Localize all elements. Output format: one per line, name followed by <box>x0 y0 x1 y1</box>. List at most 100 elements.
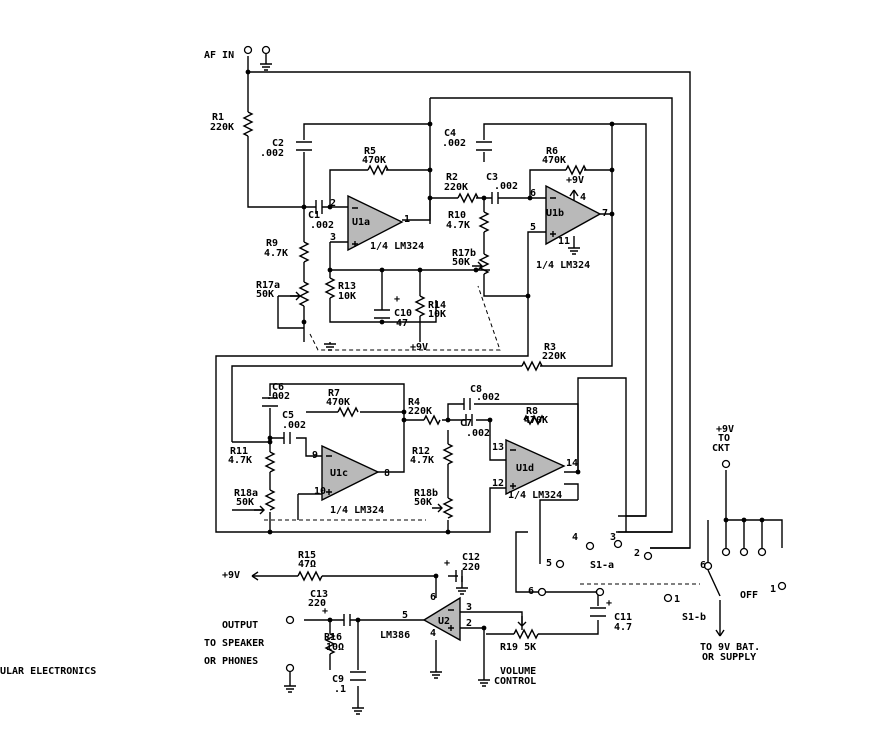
c1-value: .002 <box>310 220 334 231</box>
c11-plus: + <box>606 598 612 609</box>
c6-value: .002 <box>266 391 290 402</box>
c12-label: C12 <box>462 552 480 563</box>
c10-label: C10 <box>394 308 412 319</box>
u1d-pin13: 13 <box>492 442 504 453</box>
u2-pin3: 3 <box>466 602 472 613</box>
s1a-pin4: 4 <box>572 532 578 543</box>
output-label-3: OR PHONES <box>204 656 258 667</box>
u1c-part: 1/4 LM324 <box>330 505 384 516</box>
c13-label: C13 <box>310 589 328 600</box>
terminals <box>243 45 787 673</box>
r2-label: R2 <box>446 172 458 183</box>
u1a-pin2: 2 <box>330 198 336 209</box>
u2-label: U2 <box>438 616 450 627</box>
r16-value: 10Ω <box>326 642 344 653</box>
r18a-value: 50K <box>236 497 254 508</box>
r15-label: R15 <box>298 550 316 561</box>
r16-label: R16 <box>324 632 342 643</box>
gang-links <box>264 285 700 585</box>
r6-label: R6 <box>546 146 558 157</box>
resistors <box>242 111 587 655</box>
c9-label: C9 <box>332 674 344 685</box>
r9-label: R9 <box>266 238 278 249</box>
r18b-value: 50K <box>414 497 432 508</box>
volume-label-1: VOLUME <box>500 666 536 677</box>
r18a-label: R18a <box>234 488 258 499</box>
u2-pin2: 2 <box>466 618 472 629</box>
s1b-blade <box>707 569 721 597</box>
u1c-opamp <box>321 444 380 502</box>
r11-label: R11 <box>230 446 248 457</box>
pin-numbers: 2 3 1 6 5 7 4 11 9 10 8 13 12 14 4 3 5 2… <box>312 188 776 639</box>
r18b-label: R18b <box>414 488 438 499</box>
u1b-pin6: 6 <box>530 188 536 199</box>
u1d-part: 1/4 LM324 <box>508 490 562 501</box>
r17b-value: 50K <box>452 257 470 268</box>
lm386-label: LM386 <box>380 630 410 641</box>
c10-value: 47 <box>396 318 408 329</box>
s1a-pin3: 3 <box>610 532 616 543</box>
r17b-label: R17b <box>452 248 476 259</box>
opamp-signs <box>326 197 556 631</box>
c4-label: C4 <box>444 128 456 139</box>
to-ckt-9v: +9V <box>716 424 734 435</box>
u1d-opamp <box>505 438 566 496</box>
c8-label: C8 <box>470 384 482 395</box>
s1a-label: S1-a <box>590 560 614 571</box>
c8-value: .002 <box>476 392 500 403</box>
wires <box>215 56 783 706</box>
arrow-supply <box>715 629 725 637</box>
c3-value: .002 <box>494 181 518 192</box>
c2-label: C2 <box>272 138 284 149</box>
component-labels: AF IN R1 220K C2 .002 R5 470K C4 .002 R6… <box>0 50 760 695</box>
u1b-opamp <box>545 184 602 246</box>
u1b-pin4: 4 <box>580 192 586 203</box>
r3-value: 220K <box>542 351 566 362</box>
u1a-label: U1a <box>352 217 370 228</box>
r7-label: R7 <box>328 388 340 399</box>
s1a-pin6: 6 <box>528 586 534 597</box>
r17a-value: 50K <box>256 289 274 300</box>
u1b-part: 1/4 LM324 <box>536 260 590 271</box>
r7-value: 470K <box>326 397 350 408</box>
volume-label-2: CONTROL <box>494 676 536 687</box>
output-label-1: OUTPUT <box>222 620 258 631</box>
r6-value: 470K <box>542 155 566 166</box>
r1-label: R1 <box>212 112 224 123</box>
s1a-pin5: 5 <box>546 558 552 569</box>
r8-value: 470K <box>524 415 548 426</box>
af-in-label: AF IN <box>204 50 234 61</box>
u1b-pin5: 5 <box>530 222 536 233</box>
r4-value: 220K <box>408 406 432 417</box>
u2-pin4: 4 <box>430 628 436 639</box>
u1b-pin11: 11 <box>558 236 570 247</box>
off-label: OFF <box>740 590 758 601</box>
to-ckt-to: TO <box>718 433 730 444</box>
r19-label: R19 5K <box>500 642 536 653</box>
capacitors <box>262 141 606 681</box>
u1a-part: 1/4 LM324 <box>370 241 424 252</box>
battery-label-2: OR SUPPLY <box>702 652 756 663</box>
c12-value: 220 <box>462 562 480 573</box>
credit-text: ULAR ELECTRONICS <box>0 666 96 677</box>
r4-label: R4 <box>408 397 420 408</box>
r1-value: 220K <box>210 122 234 133</box>
r12-value: 4.7K <box>410 455 434 466</box>
u1d-pin14: 14 <box>566 458 578 469</box>
s1b-label: S1-b <box>682 612 706 623</box>
u1d-pin12: 12 <box>492 478 504 489</box>
u1c-label: U1c <box>330 468 348 479</box>
r5-value: 470K <box>362 155 386 166</box>
c13-plus: + <box>322 606 328 617</box>
battery-label-1: TO 9V BAT. <box>700 642 760 653</box>
u1a-pin3: 3 <box>330 232 336 243</box>
junctions <box>245 69 765 631</box>
c1-label: C1 <box>308 210 320 221</box>
u2-pin6: 6 <box>430 592 436 603</box>
c12-plus: + <box>444 558 450 569</box>
c6-label: C6 <box>272 382 284 393</box>
s1b-pin1b: 1 <box>770 584 776 595</box>
u1a-opamp <box>347 194 404 252</box>
r10-value: 4.7K <box>446 220 470 231</box>
